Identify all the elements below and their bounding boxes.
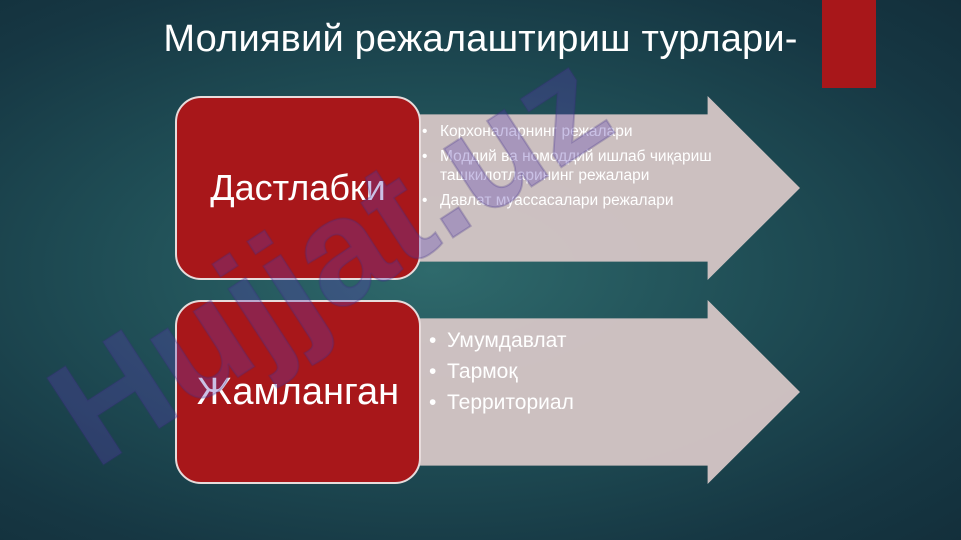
block-items-list-1: Корхоналарнинг режалари Моддий ва номодд…: [418, 122, 738, 216]
block-label-box-1: Дастлабки: [175, 96, 421, 280]
list-item: Корхоналарнинг режалари: [418, 122, 738, 141]
red-corner-tab: [822, 0, 876, 88]
slide-title: Молиявий режалаштириш турлари-: [163, 18, 798, 60]
block-label-dastlabki: Дастлабки: [210, 167, 386, 208]
block-label-jamlangan: Жамланган: [196, 370, 400, 413]
list-item: Моддий ва номоддий ишлаб чиқариш ташкило…: [418, 147, 738, 185]
list-item: Тармоқ: [425, 356, 725, 387]
list-item: Давлат муассасалари режалари: [418, 191, 738, 210]
block-items-list-2: Умумдавлат Тармоқ Территориал: [425, 325, 725, 418]
list-item: Территориал: [425, 387, 725, 418]
list-item: Умумдавлат: [425, 325, 725, 356]
block-label-box-2: Жамланган: [175, 300, 421, 484]
